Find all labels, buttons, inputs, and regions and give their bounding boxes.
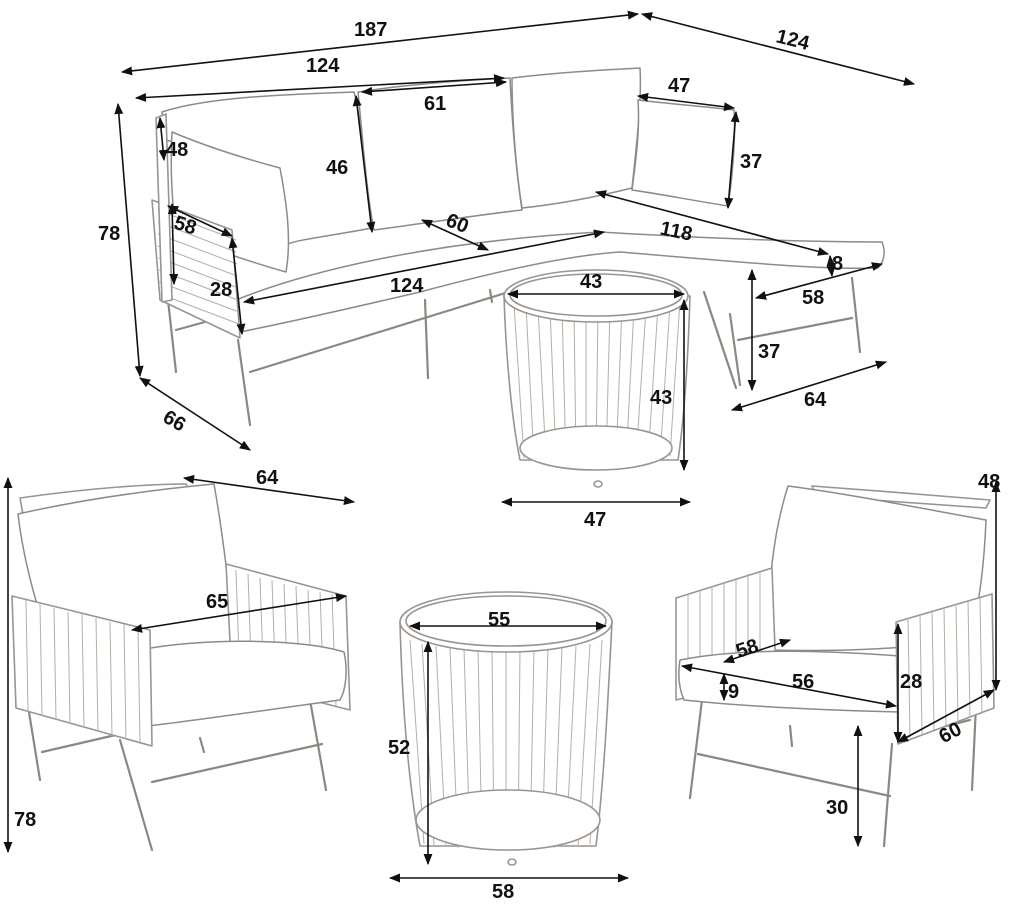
sofa-back-width-label: 124 bbox=[306, 55, 340, 77]
dimension-labels: 187 124 124 61 47 37 48 46 78 58 60 118 … bbox=[14, 19, 1000, 903]
small-table-base-width-label: 47 bbox=[584, 509, 606, 531]
sofa-side-pillow-height-label: 37 bbox=[740, 151, 762, 173]
sofa-back-cushion-corner bbox=[511, 67, 642, 209]
sofa-chaise-width-label: 58 bbox=[802, 287, 824, 309]
small-table-height-label: 43 bbox=[650, 387, 672, 409]
right-armchair-cushion-thickness-label: 9 bbox=[728, 681, 739, 703]
left-armchair-depth-label: 64 bbox=[256, 467, 279, 489]
sofa-side-pillow bbox=[631, 99, 736, 207]
sofa-chaise-footprint-label: 64 bbox=[804, 389, 827, 411]
small-table-top-diameter-label: 43 bbox=[580, 271, 602, 293]
dimension-lines bbox=[3, 10, 1001, 883]
large-table-top-diameter-label: 55 bbox=[488, 609, 510, 631]
large-table-base-width-label: 58 bbox=[492, 881, 514, 903]
left-armchair-legs bbox=[26, 698, 328, 852]
left-armchair-left-arm-ropes bbox=[25, 599, 141, 745]
sofa-side-pillow-width-label: 47 bbox=[668, 75, 690, 97]
large-side-table bbox=[399, 591, 613, 866]
left-armchair-height-label: 78 bbox=[14, 809, 36, 831]
sofa-seat-length-label: 124 bbox=[390, 275, 424, 297]
sofa-back-pillow-height-label: 48 bbox=[166, 139, 188, 161]
right-armchair-arm-height-label: 28 bbox=[900, 671, 922, 693]
left-armchair-inner-width-label: 65 bbox=[206, 591, 228, 613]
left-armchair-left-arm bbox=[11, 595, 153, 747]
large-table-height-label: 52 bbox=[388, 737, 410, 759]
sofa-cushion-width-label: 61 bbox=[424, 93, 446, 115]
sofa-chaise-height-label: 37 bbox=[758, 341, 780, 363]
right-armchair-back-height-label: 48 bbox=[978, 471, 1000, 493]
left-armchair bbox=[11, 483, 351, 852]
sofa-chaise-thickness-label: 8 bbox=[832, 253, 843, 275]
right-armchair-seat-height-label: 30 bbox=[826, 797, 848, 819]
right-armchair-seat-cushion bbox=[678, 650, 904, 713]
right-armchair-seat-width-label: 56 bbox=[792, 671, 814, 693]
small-side-table bbox=[503, 269, 691, 488]
sofa-total-width-label: 187 bbox=[354, 19, 387, 41]
left-armchair-seat-cushion bbox=[138, 640, 347, 727]
sofa-arm-height-label: 28 bbox=[210, 279, 232, 301]
sofa-total-height-label: 78 bbox=[98, 223, 120, 245]
right-armchair bbox=[675, 485, 995, 848]
right-armchair-back-frame bbox=[811, 485, 991, 509]
sofa-backrest-height-label: 46 bbox=[326, 157, 348, 179]
sofa-frame-legs bbox=[166, 276, 862, 427]
sofa-corner-depth-label: 124 bbox=[774, 25, 813, 55]
sofa-depth-label: 66 bbox=[159, 406, 189, 436]
